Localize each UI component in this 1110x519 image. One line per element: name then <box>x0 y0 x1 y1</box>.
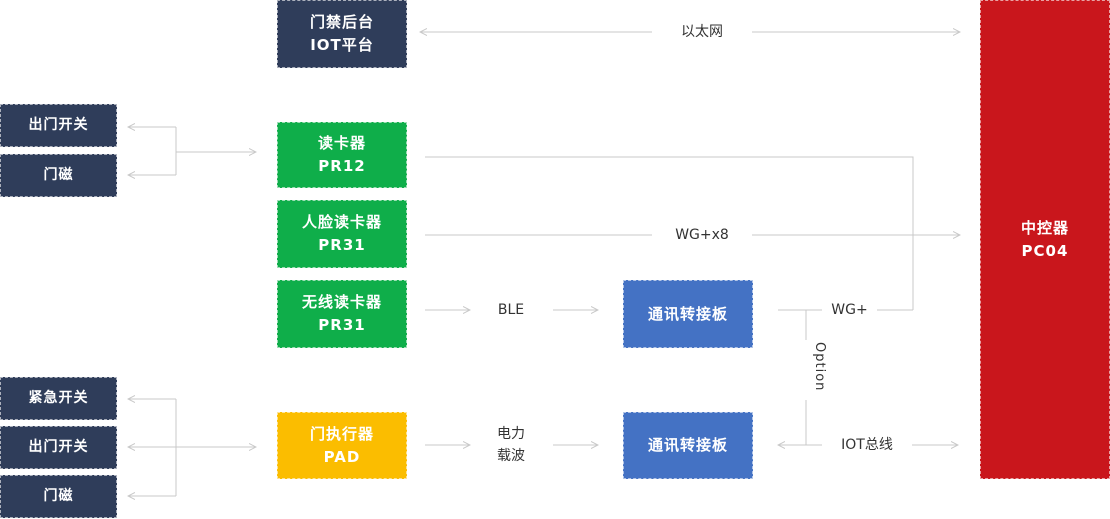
node-door-magnet-2: 门磁 <box>0 475 117 518</box>
node-controller-line2: PC04 <box>1021 241 1069 260</box>
node-exit-switch-2: 出门开关 <box>0 426 117 469</box>
node-reader-line1: 读卡器 <box>317 134 366 152</box>
node-door-actuator-line2: PAD <box>323 447 361 466</box>
edge-label-ethernet: 以太网 <box>681 24 723 40</box>
edge-label-power-line2: 载波 <box>497 448 525 464</box>
node-exit-switch-1-label: 出门开关 <box>28 117 89 133</box>
node-emergency-switch-label: 紧急开关 <box>28 390 89 406</box>
node-platform-line2: IOT平台 <box>310 36 374 54</box>
edge-label-power-line1: 电力 <box>497 426 525 442</box>
node-face-reader: 人脸读卡器 PR31 <box>277 200 407 268</box>
node-face-reader-line2: PR31 <box>318 236 366 254</box>
node-face-reader-line1: 人脸读卡器 <box>301 213 382 231</box>
node-wireless-reader-line2: PR31 <box>318 316 366 334</box>
node-reader-pr12: 读卡器 PR12 <box>277 122 407 188</box>
node-door-magnet-1-label: 门磁 <box>43 167 74 183</box>
node-exit-switch-2-label: 出门开关 <box>28 439 89 455</box>
node-converter-2: 通讯转接板 <box>623 412 753 479</box>
node-controller-line1: 中控器 <box>1020 218 1069 237</box>
node-wireless-reader-line1: 无线读卡器 <box>301 293 382 311</box>
node-converter-2-label: 通讯转接板 <box>647 436 728 454</box>
node-platform: 门禁后台 IOT平台 <box>277 0 407 68</box>
node-door-actuator-line1: 门执行器 <box>309 424 374 443</box>
edge-label-ble: BLE <box>497 302 525 318</box>
edge-label-iot-bus: IOT总线 <box>841 437 893 453</box>
node-converter-1-label: 通讯转接板 <box>647 304 728 323</box>
node-wireless-reader: 无线读卡器 PR31 <box>277 280 407 348</box>
node-platform-line1: 门禁后台 <box>309 13 374 31</box>
edge-label-option: Option <box>812 342 827 392</box>
node-door-actuator: 门执行器 PAD <box>277 412 407 479</box>
node-exit-switch-1: 出门开关 <box>0 104 117 147</box>
node-reader-line2: PR12 <box>318 157 366 175</box>
node-converter-1: 通讯转接板 <box>623 280 753 348</box>
node-door-magnet-1: 门磁 <box>0 154 117 197</box>
edge-label-wg-x8: WG+x8 <box>675 227 729 243</box>
node-controller: 中控器 PC04 <box>980 0 1110 479</box>
node-door-magnet-2-label: 门磁 <box>43 488 74 504</box>
edge-label-power-carrier: 电力 载波 <box>478 423 544 467</box>
edge-label-wg-plus: WG+ <box>831 302 868 318</box>
node-emergency-switch: 紧急开关 <box>0 377 117 420</box>
reader-pr12-line <box>425 156 914 310</box>
